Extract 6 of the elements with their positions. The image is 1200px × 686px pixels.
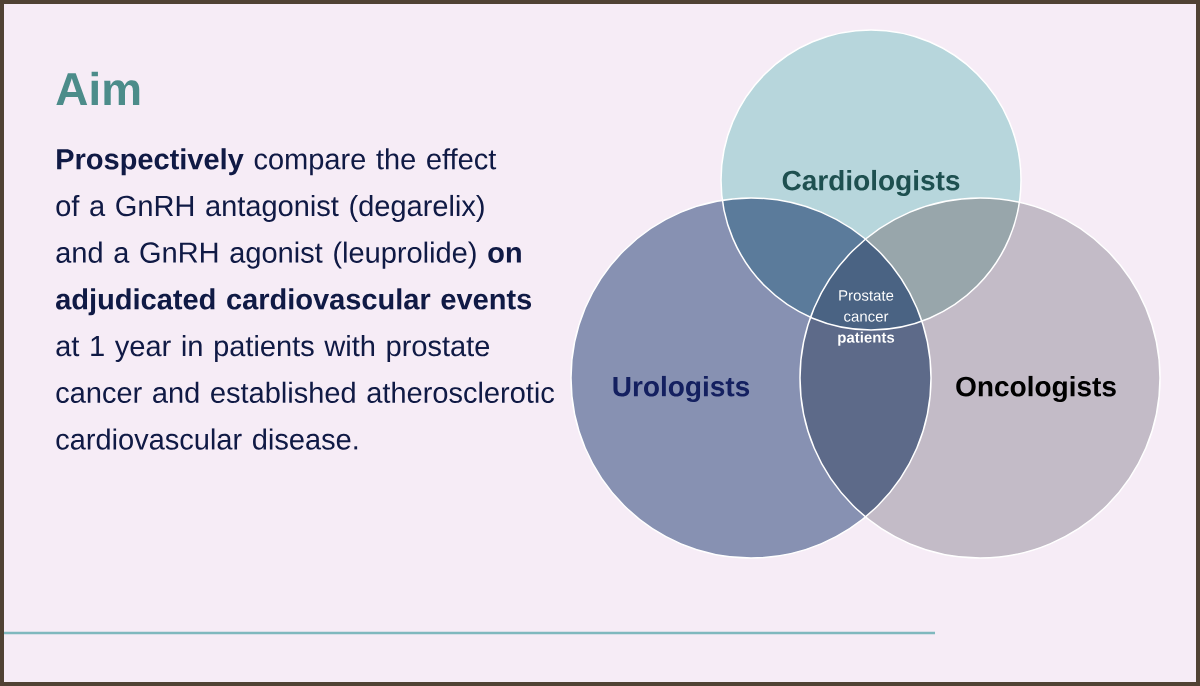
heading: Aim <box>56 71 140 105</box>
circle-label: Cardiologists <box>782 169 960 197</box>
circle-label: Urologists <box>613 375 750 403</box>
circle-label: Oncologists <box>956 375 1116 403</box>
paragraph: Prospectively compare the effect of a GnRH antagonist (degarelix) and a GnRH agonist (leuprolide) on adjudicated cardiovascular events at 1 year in patients with prostate cancer and established atherosclerotic cardiovascular disease. <box>56 148 555 450</box>
region-label: Prostate cancer patients <box>838 290 895 346</box>
